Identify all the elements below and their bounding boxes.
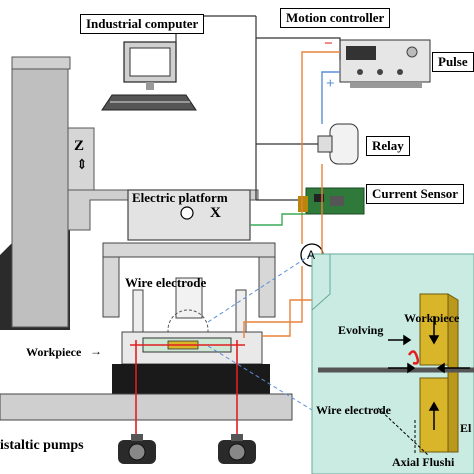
zoom-label-el: El xyxy=(460,421,472,435)
zoom-inset-edge xyxy=(311,254,331,311)
machine-column-top xyxy=(11,56,71,70)
pulse-negative-line xyxy=(301,51,340,244)
pump-right xyxy=(218,434,256,464)
pulse-negative-line-2 xyxy=(243,266,303,338)
label-pulse: Pulse xyxy=(432,52,474,72)
holder-bar xyxy=(175,277,203,319)
flushing-arrows xyxy=(388,316,470,430)
label-relay: Relay xyxy=(366,136,410,156)
pump-left xyxy=(118,434,156,464)
tank-base xyxy=(112,364,270,394)
zoom-line-bottom xyxy=(207,345,313,411)
tank-frame-top xyxy=(102,242,276,258)
workpiece-pointer-icon: → xyxy=(90,344,102,358)
label-workpiece: Workpiece xyxy=(26,345,82,359)
current-sensor-icon xyxy=(298,187,365,215)
zoom-label-axial-flushing: Axial Flushi xyxy=(392,455,455,469)
zoom-label-workpiece: Workpiece xyxy=(404,311,460,325)
label-ammeter: A xyxy=(307,248,316,262)
label-motion-controller: Motion controller xyxy=(280,8,391,28)
sensor-platform-line xyxy=(250,213,306,226)
pulse-positive-line xyxy=(321,71,340,124)
pulse-generator-icon xyxy=(339,39,431,88)
computer-icon xyxy=(101,41,197,111)
tank-frame-left xyxy=(102,256,120,318)
holder-post-left xyxy=(132,289,144,336)
zoom-workpiece-side xyxy=(447,293,459,453)
zoom-spark-red xyxy=(407,350,420,365)
label-current-sensor: Current Sensor xyxy=(366,184,465,204)
label-peristaltic-pumps: istaltic pumps xyxy=(0,438,84,453)
label-axis-x: X xyxy=(210,205,221,221)
zoom-dash-1 xyxy=(377,407,429,456)
label-axis-z: Z xyxy=(74,138,85,154)
relay-icon xyxy=(317,123,359,165)
label-industrial-computer: Industrial computer xyxy=(80,14,205,34)
label-pulse-minus: − xyxy=(324,36,333,52)
machine-column xyxy=(11,56,69,328)
label-electric-platform: Electric platform xyxy=(132,190,228,205)
tank-frame-right xyxy=(258,256,276,318)
zoom-label-wire-electrode: Wire electrode xyxy=(316,403,391,417)
platform-circle-marker xyxy=(180,206,194,220)
zoom-label-evolving: Evolving xyxy=(338,323,384,337)
z-axis-ram xyxy=(67,127,95,201)
machine-bed xyxy=(0,393,293,421)
axis-z-arrow-icon: ⇕ xyxy=(76,158,88,173)
label-wire-electrode: Wire electrode xyxy=(125,275,207,290)
label-pulse-plus: + xyxy=(326,76,335,92)
